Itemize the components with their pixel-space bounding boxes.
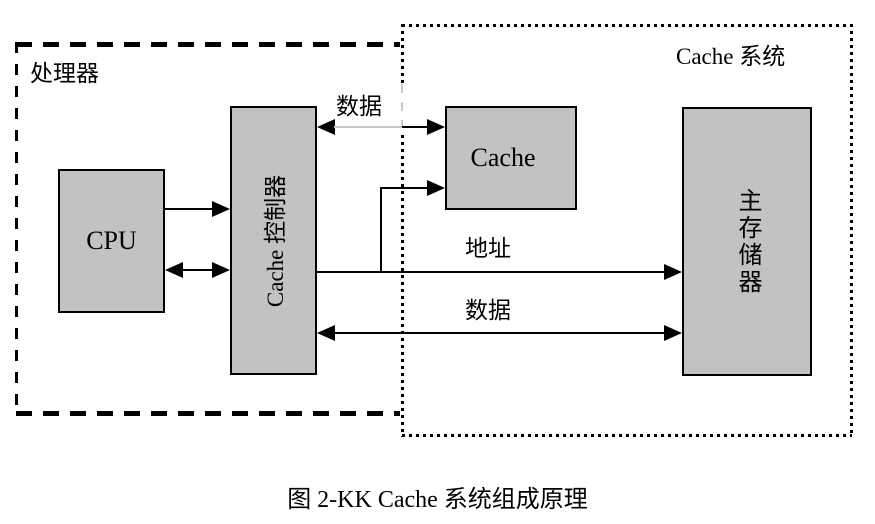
cache-system-border-left-faint-segment (401, 84, 403, 127)
address-branch-arrowhead (427, 180, 445, 196)
data-bus-bottom-line (334, 332, 665, 334)
cache-system-border-left-lower (401, 135, 404, 437)
processor-group-border-top (16, 42, 400, 47)
cache-controller-block: Cache 控制器 (230, 106, 317, 375)
processor-group-border-bottom (16, 411, 400, 416)
data-bus-bottom-label: 数据 (465, 298, 511, 323)
cpu-controller-bidir-arrowhead-left (165, 262, 183, 278)
cache-system-border-bottom (402, 434, 852, 437)
cache-system-border-right (850, 24, 853, 437)
controller-cache-data-line-faint (334, 126, 402, 128)
address-branch-vertical-line (380, 187, 382, 273)
cache-block-label: Cache (470, 143, 536, 172)
address-bus-arrowhead (664, 264, 682, 280)
data-bus-top-label: 数据 (336, 94, 382, 119)
processor-group-border-left (15, 42, 18, 416)
controller-cache-data-line (402, 126, 429, 128)
cpu-to-controller-arrowhead (212, 201, 230, 217)
address-bus-line (317, 271, 665, 273)
cache-controller-block-label: Cache 控制器 (263, 174, 289, 307)
figure-caption: 图 2-KK Cache 系统组成原理 (287, 487, 588, 513)
cpu-to-controller-line (165, 208, 214, 210)
controller-cache-data-arrowhead-right (427, 119, 445, 135)
main-memory-block-label: 主存储器 (734, 187, 760, 296)
address-bus-label: 地址 (465, 236, 511, 261)
cache-system-group-label: Cache 系统 (676, 44, 786, 69)
cache-block: Cache (445, 106, 577, 210)
main-memory-block: 主存储器 (682, 107, 812, 376)
data-bus-bottom-arrowhead-right (664, 325, 682, 341)
cpu-controller-bidir-arrowhead-right (212, 262, 230, 278)
cache-system-border-left-upper (401, 24, 404, 84)
data-bus-bottom-arrowhead-left (317, 325, 335, 341)
address-branch-horizontal-line (381, 187, 428, 189)
cpu-block-label: CPU (86, 226, 137, 255)
processor-group-label: 处理器 (30, 61, 99, 86)
cpu-controller-bidir-line (180, 269, 216, 271)
cpu-block: CPU (58, 169, 165, 313)
controller-cache-data-arrowhead-left (317, 119, 335, 135)
cache-system-border-top (402, 24, 852, 27)
